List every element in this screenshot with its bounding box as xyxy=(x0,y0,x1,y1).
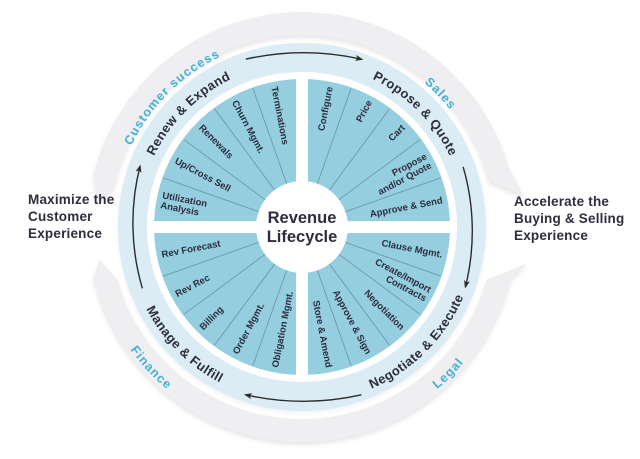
flow-arrow-top xyxy=(245,52,364,61)
segment-divider xyxy=(214,108,276,191)
flow-arrow-bottom xyxy=(243,393,362,402)
segment-divider xyxy=(214,263,276,346)
center-circle xyxy=(256,181,348,273)
flow-arrow-right xyxy=(462,166,473,289)
left-caption: Maximize the Customer Experience xyxy=(28,192,115,241)
segment-divider xyxy=(328,108,390,191)
segment-divider xyxy=(344,177,441,213)
segment-divider xyxy=(328,263,390,346)
segment-divider xyxy=(338,253,421,315)
segment-divider xyxy=(163,177,260,213)
swoosh-top xyxy=(93,12,524,202)
segment-divider xyxy=(252,88,288,185)
segment-divider xyxy=(183,139,266,201)
segment-divider xyxy=(316,269,352,366)
segment-divider xyxy=(338,139,421,201)
swoosh-bottom xyxy=(93,259,529,442)
segment-divider xyxy=(252,269,288,366)
right-caption: Accelerate the Buying & Selling Experien… xyxy=(514,194,625,243)
segment-divider xyxy=(163,241,260,277)
segment-divider xyxy=(183,253,266,315)
segment-divider xyxy=(344,241,441,277)
flow-arrow-left xyxy=(132,164,144,289)
segment-divider xyxy=(316,88,352,185)
